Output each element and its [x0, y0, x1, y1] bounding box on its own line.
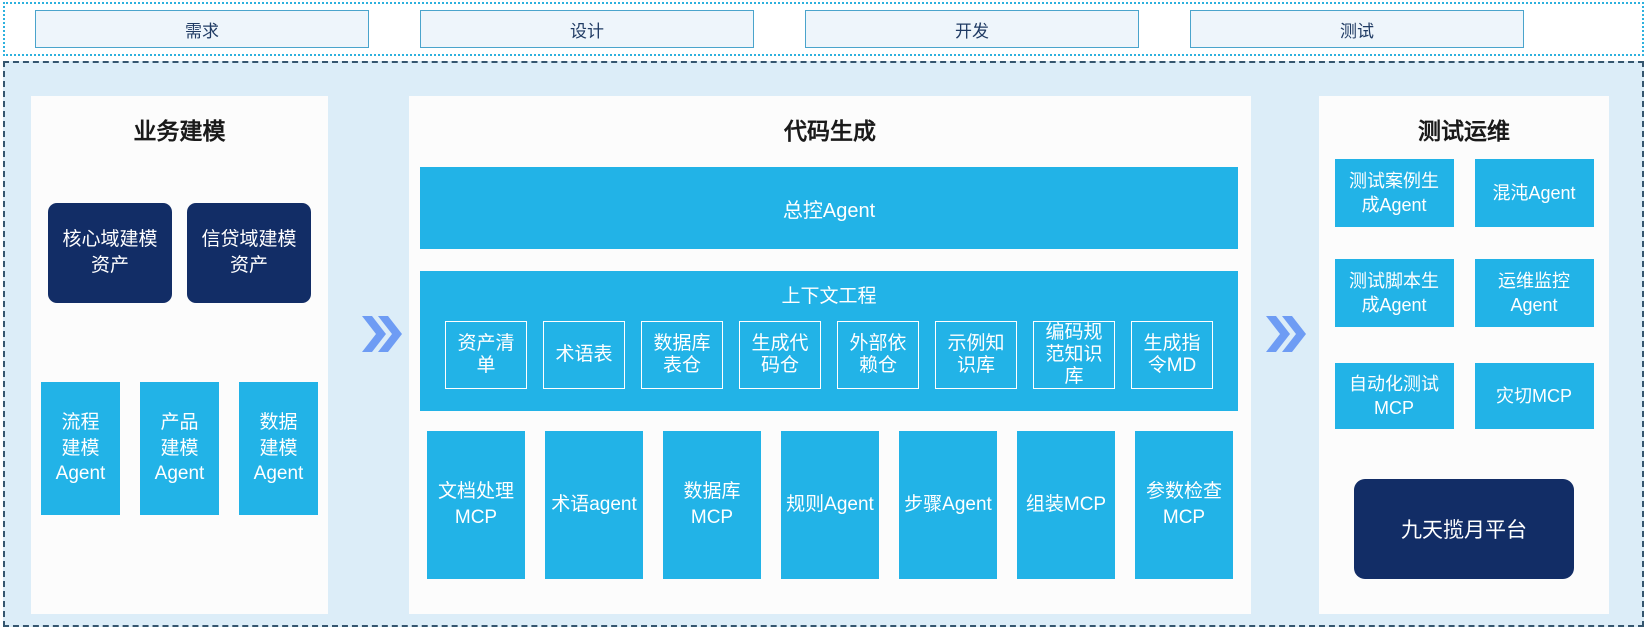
asset-row: 核心域建模资产 信贷域建模资产 [31, 203, 328, 303]
worker-box-param-check-mcp: 参数检查MCP [1135, 431, 1233, 579]
ops-box-disaster-switch-mcp: 灾切MCP [1474, 363, 1594, 429]
ops-box-chaos-agent: 混沌Agent [1474, 159, 1594, 227]
worker-row: 文档处理MCP 术语agent 数据库MCP 规则Agent 步骤Agent 组… [409, 431, 1251, 579]
context-item-gen-instructions-md: 生成指令MD [1131, 321, 1213, 389]
worker-box-step-agent: 步骤Agent [899, 431, 997, 579]
panel-code-generation: 代码生成 总控Agent 上下文工程 资产清单 术语表 数据库表仓 生成代码仓 … [409, 96, 1251, 614]
context-item-glossary: 术语表 [543, 321, 625, 389]
worker-box-glossary-agent: 术语agent [545, 431, 643, 579]
phase-box-design: 设计 [420, 10, 754, 48]
double-chevron-icon [362, 316, 403, 352]
ops-row: 测试脚本生成Agent 运维监控Agent [1319, 259, 1609, 327]
ops-row: 自动化测试MCP 灾切MCP [1319, 363, 1609, 429]
panel-business-modeling: 业务建模 核心域建模资产 信贷域建模资产 流程建模Agent 产品建模Agent… [31, 96, 328, 614]
main-container: 业务建模 核心域建模资产 信贷域建模资产 流程建模Agent 产品建模Agent… [3, 61, 1644, 627]
agent-box-product-modeling: 产品建模Agent [140, 382, 219, 515]
worker-box-database-mcp: 数据库MCP [663, 431, 761, 579]
phase-bar: 需求 设计 开发 测试 [3, 2, 1644, 56]
panel-title-business-modeling: 业务建模 [133, 118, 226, 144]
ops-box-test-script-gen-agent: 测试脚本生成Agent [1334, 259, 1454, 327]
panel-title-test-ops: 测试运维 [1418, 118, 1510, 144]
panel-test-ops: 测试运维 测试案例生成Agent 混沌Agent 测试脚本生成Agent 运维监… [1319, 96, 1609, 614]
double-chevron-icon [1266, 316, 1307, 352]
asset-box-credit-domain: 信贷域建模资产 [187, 203, 311, 303]
context-item-db-table-repo: 数据库表仓 [641, 321, 723, 389]
context-item-example-kb: 示例知识库 [935, 321, 1017, 389]
context-item-generated-code-repo: 生成代码仓 [739, 321, 821, 389]
agent-box-data-modeling: 数据建模Agent [239, 382, 318, 515]
context-item-asset-list: 资产清单 [445, 321, 527, 389]
ops-box-automated-test-mcp: 自动化测试MCP [1334, 363, 1454, 429]
worker-box-assembly-mcp: 组装MCP [1017, 431, 1115, 579]
modeling-agent-row: 流程建模Agent 产品建模Agent 数据建模Agent [31, 382, 328, 515]
phase-box-requirements: 需求 [35, 10, 369, 48]
platform-box-jiutian: 九天揽月平台 [1354, 479, 1574, 579]
agent-box-process-modeling: 流程建模Agent [41, 382, 120, 515]
context-engineering-block: 上下文工程 资产清单 术语表 数据库表仓 生成代码仓 外部依赖仓 示例知识库 编… [420, 271, 1238, 411]
panel-title-code-generation: 代码生成 [784, 118, 876, 144]
context-engineering-title: 上下文工程 [781, 286, 877, 307]
phase-box-development: 开发 [805, 10, 1139, 48]
master-agent-bar: 总控Agent [420, 167, 1238, 249]
phase-box-testing: 测试 [1190, 10, 1524, 48]
asset-box-core-domain: 核心域建模资产 [48, 203, 172, 303]
context-item-external-deps-repo: 外部依赖仓 [837, 321, 919, 389]
context-item-coding-standards-kb: 编码规范知识库 [1033, 321, 1115, 389]
worker-box-rule-agent: 规则Agent [781, 431, 879, 579]
worker-box-doc-processing-mcp: 文档处理MCP [427, 431, 525, 579]
ops-row: 测试案例生成Agent 混沌Agent [1319, 159, 1609, 227]
context-item-row: 资产清单 术语表 数据库表仓 生成代码仓 外部依赖仓 示例知识库 编码规范知识库… [420, 321, 1238, 389]
ops-box-test-case-gen-agent: 测试案例生成Agent [1334, 159, 1454, 227]
ops-box-ops-monitoring-agent: 运维监控Agent [1474, 259, 1594, 327]
